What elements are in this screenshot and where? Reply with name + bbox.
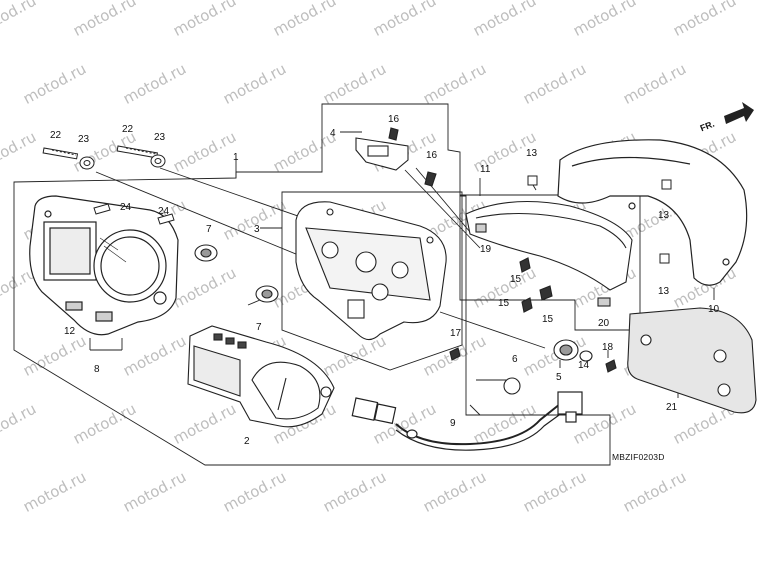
- callout-labels: 1 2 3 4 5 6 7 7 8 9 10 11 12 13 13 13 14…: [50, 114, 720, 447]
- callout-label: 13: [658, 286, 670, 297]
- cowl-part: [557, 139, 748, 286]
- meter-cover-part: [29, 195, 179, 336]
- callout-label: 3: [254, 224, 260, 235]
- callout-label: 22: [122, 124, 134, 135]
- front-direction-arrow-icon: [724, 102, 754, 124]
- callout-label: 23: [78, 134, 90, 145]
- callout-label: 12: [64, 326, 76, 337]
- callout-label: 13: [658, 210, 670, 221]
- callout-label: 4: [330, 128, 336, 139]
- callout-label: 17: [450, 328, 462, 339]
- callout-label: 22: [50, 130, 62, 141]
- callout-label: 20: [598, 318, 610, 329]
- callout-label: 15: [542, 314, 554, 325]
- callout-label: 7: [206, 224, 212, 235]
- callout-label: 16: [388, 114, 400, 125]
- callout-label: 11: [480, 164, 491, 175]
- callout-label: 21: [666, 402, 678, 413]
- callout-label: 1: [233, 152, 239, 163]
- foam-sheet-part: [627, 307, 757, 414]
- callout-label: 24: [120, 202, 132, 213]
- callout-label: 19: [480, 244, 492, 255]
- callout-label: 14: [578, 360, 590, 371]
- callout-label: 8: [94, 364, 100, 375]
- callout-label: 6: [512, 354, 518, 365]
- callout-label: 15: [510, 274, 522, 285]
- callout-label: 7: [256, 322, 262, 333]
- case-group-outline: [281, 191, 463, 371]
- callout-label: 16: [426, 150, 438, 161]
- wire-harness-part: [351, 391, 583, 451]
- callout-label: 9: [450, 418, 456, 429]
- diagram-code: MBZIF0203D: [612, 452, 665, 462]
- callout-label: 10: [708, 304, 720, 315]
- callout-label: 13: [526, 148, 538, 159]
- callout-label: 23: [154, 132, 166, 143]
- callout-label: 24: [158, 206, 170, 217]
- meter-unit-part: [187, 325, 335, 428]
- meter-case-part: [295, 201, 447, 341]
- callout-label: 18: [602, 342, 614, 353]
- callout-label: 5: [556, 372, 562, 383]
- assembly-outline: [13, 103, 611, 466]
- visor-part: [465, 200, 633, 307]
- callout-label: 15: [498, 298, 510, 309]
- callout-label: 2: [244, 436, 250, 447]
